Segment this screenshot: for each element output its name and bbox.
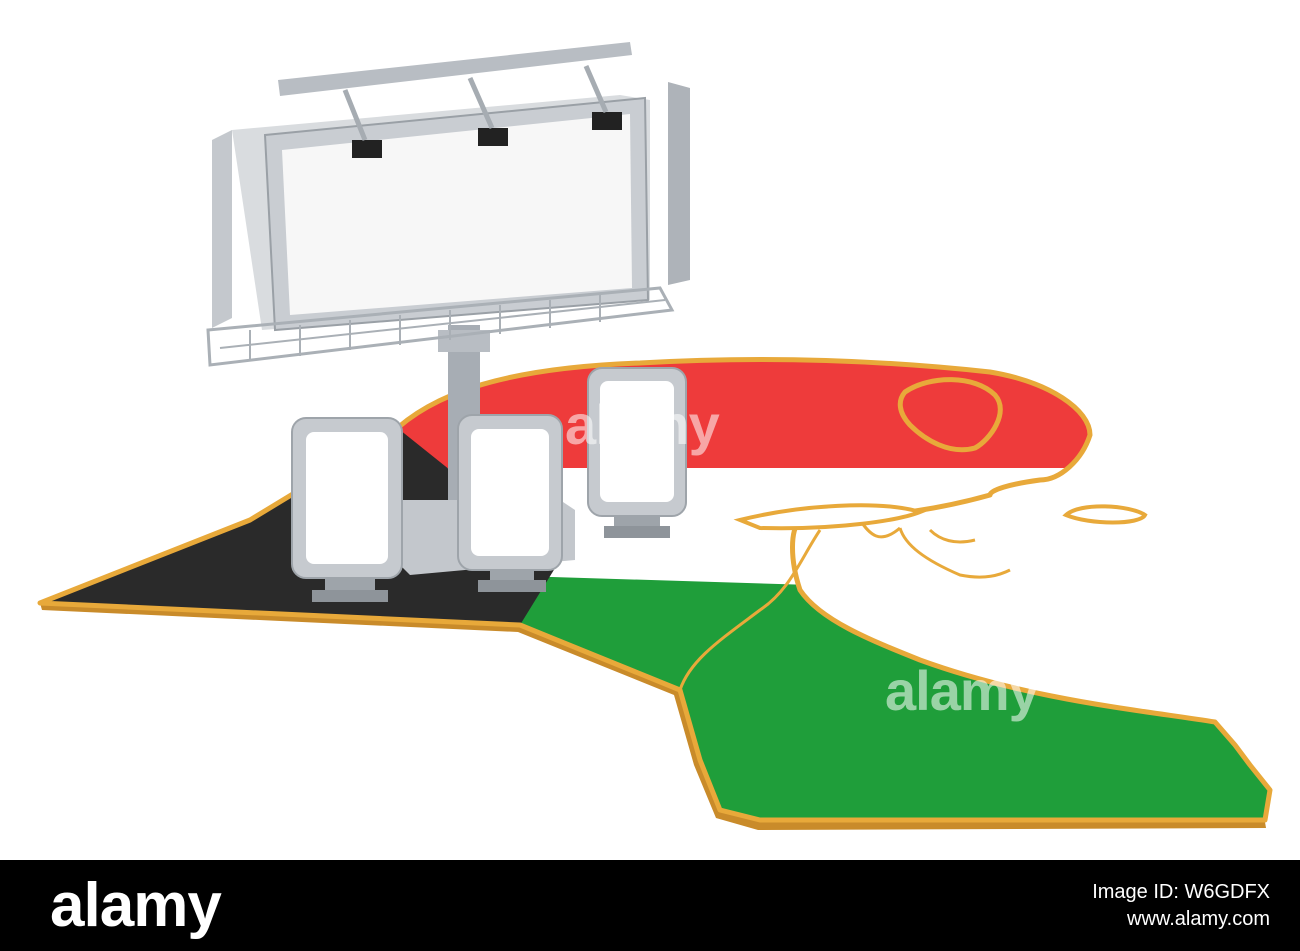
billboard-walkway [206,286,675,367]
kuwait-map-billboard-illustration [37,42,1273,830]
spotlight-icon [592,112,622,130]
spotlight-arms [342,65,609,141]
billboard-screen [282,114,632,315]
lightbox-right [587,367,687,538]
billboard-right-frame [668,82,690,285]
site-url-label: www.alamy.com [1127,907,1270,930]
coastal-island [733,503,927,531]
spotlight-icon [478,128,508,146]
footer-info: Image ID: W6GDFX www.alamy.com [1092,879,1270,933]
billboard-top-rail [278,42,632,96]
lightbox-center [457,414,563,592]
scene: alamy alamy [37,42,1273,830]
bubiyan-island [897,377,1003,453]
image-id-label: Image ID: W6GDFX [1092,880,1270,903]
failaka-island [1062,504,1148,525]
map-gold-border [37,357,1273,823]
footer-bar: alamy Image ID: W6GDFX www.alamy.com [0,860,1300,951]
billboard-left-frame [212,130,232,328]
spotlight-icon [352,140,382,158]
footer-logo: alamy [50,870,222,940]
walkway-railing [219,294,666,360]
lightbox-left [291,417,403,602]
